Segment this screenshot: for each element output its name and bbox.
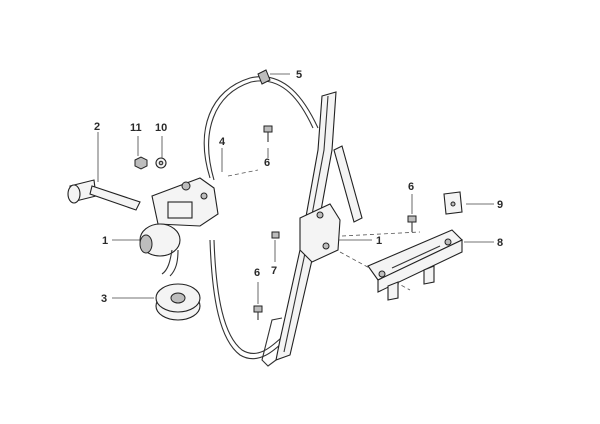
bolt-6c (407, 215, 417, 232)
callout-7: 7 (271, 265, 277, 277)
callout-5: 5 (296, 69, 302, 81)
cable-clip-5 (257, 69, 271, 85)
callout-1-left: 1 (102, 235, 108, 247)
callout-10: 10 (155, 122, 167, 134)
crank-handle (67, 179, 141, 211)
callout-2: 2 (94, 121, 100, 133)
mounting-bracket (367, 229, 463, 301)
callout-1-right: 1 (376, 235, 382, 247)
motor-assembly (139, 177, 219, 277)
bolt-6b (253, 305, 263, 320)
regulator-cable (203, 76, 319, 179)
callout-8: 8 (497, 237, 503, 249)
callout-6-right: 6 (408, 181, 414, 193)
regulator-cable-lower (209, 239, 286, 360)
callout-9: 9 (497, 199, 503, 211)
rubber-buffer (155, 283, 201, 321)
bolt-6a (263, 125, 273, 142)
regulator-cable-inner (208, 80, 314, 181)
callout-3: 3 (101, 293, 107, 305)
nut-11 (134, 156, 148, 170)
bolt-7 (271, 231, 280, 239)
support-arm (333, 145, 363, 223)
callout-6-bottom: 6 (254, 267, 260, 279)
callout-6-top: 6 (264, 157, 270, 169)
lifter-plate (299, 203, 341, 263)
washer-10 (155, 157, 167, 169)
callout-4: 4 (219, 136, 226, 148)
callout-11: 11 (130, 122, 142, 134)
